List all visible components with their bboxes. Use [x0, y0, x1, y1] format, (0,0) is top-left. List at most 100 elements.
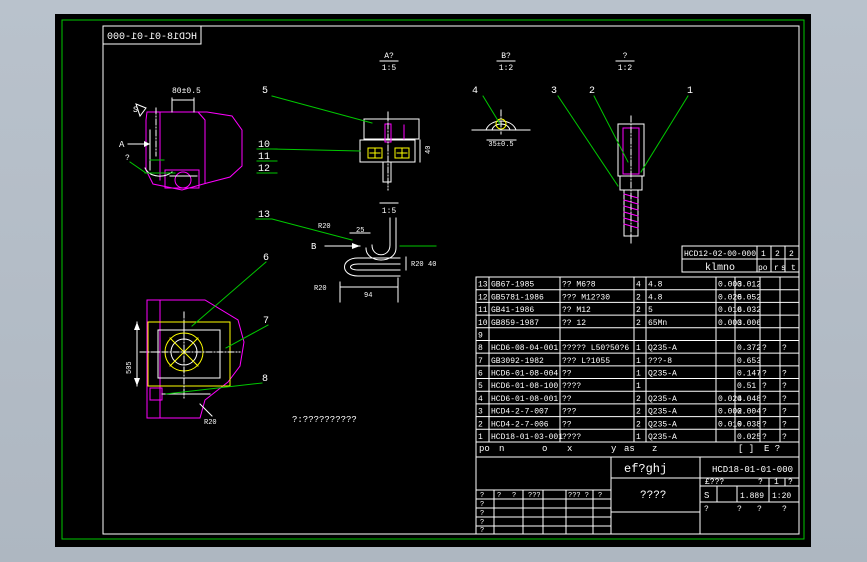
scale: 1:20 [772, 492, 791, 501]
bom-cell-mat: 4.8 [648, 281, 663, 290]
bom-cell-code: GB5781-1986 [491, 293, 544, 302]
view-a2-title: A? [384, 52, 394, 61]
dim-r20-top: R20 [318, 223, 331, 231]
stage-header: £??? [705, 478, 724, 487]
bom-cell-qty: 2 [636, 319, 641, 328]
sheet-q1: ? [704, 505, 709, 514]
balloon-13: 13 [258, 210, 270, 221]
balloon-8: 8 [262, 374, 268, 385]
bom-hdr-name: o [542, 444, 547, 454]
bom-cell-w1: 0.003 [718, 281, 742, 290]
bom-hdr-r: [ ] [738, 444, 754, 454]
dim-25: 25 [356, 227, 364, 235]
sign-row-0: ? [480, 501, 484, 509]
bom-cell-qty: 2 [636, 306, 641, 315]
bom-cell-no: 12 [478, 293, 488, 302]
bom-cell-r: ? [762, 382, 767, 391]
bom-cell-w2: 0.004 [737, 408, 761, 417]
bom-cell-mat: 65Mn [648, 319, 667, 328]
view-c-scale: 1:2 [618, 64, 633, 73]
bom-hdr-no: po [479, 444, 490, 454]
balloon-2: 2 [589, 86, 595, 97]
bom-cell-mat: Q235-A [648, 420, 677, 429]
bom-cell-w1: 0.026 [718, 293, 742, 302]
sign-hdr-0: ? [480, 492, 484, 500]
inner-border [102, 25, 800, 535]
bom-cell-no: 10 [478, 319, 488, 328]
ref-row2: klmno [705, 262, 735, 274]
stage-q2: 1 [774, 478, 779, 487]
bom-cell-w2: 0.048 [737, 395, 761, 404]
bom-cell-w2: 0.012 [737, 281, 761, 290]
bend-scale-top: 1:5 [382, 207, 397, 216]
bom-cell-code: HCD6-08-04-001 [491, 344, 558, 353]
bom-cell-name: ?? [562, 395, 572, 404]
dim-r20-plan: R20 [204, 419, 217, 427]
bom-cell-no: 8 [478, 344, 483, 353]
bom-cell-mat: Q235-A [648, 395, 677, 404]
bom-cell-w2: 0.006 [737, 319, 761, 328]
view-a2-label: A? 1:5 [379, 52, 399, 73]
bom-cell-r: ? [762, 344, 767, 353]
sign-hdr-4: ??? ? [568, 492, 589, 500]
balloon-4: 4 [472, 86, 478, 97]
ref-row2b: po [758, 264, 768, 273]
balloon-6: 6 [263, 253, 269, 264]
ref-row2c: r [774, 264, 779, 273]
bom-cell-w1: 0.003 [718, 319, 742, 328]
view-b: B? 1:2 35±0.5 [471, 52, 531, 149]
ref-row2d: s [781, 264, 786, 273]
bom-cell-qty: 1 [636, 357, 641, 366]
ref-c3: 2 [789, 250, 794, 259]
bom-cell-name: ?? [562, 420, 572, 429]
bom-cell-no: 4 [478, 395, 483, 404]
bom-cell-code: GB3092-1982 [491, 357, 544, 366]
leaders [165, 95, 689, 395]
clamp-view: 40 [359, 111, 433, 191]
bom-cell-mat: Q235-A [648, 408, 677, 417]
bom-cell-mat: 5 [648, 306, 653, 315]
balloon-11: 11 [258, 152, 270, 163]
dim-35: 35±0.5 [488, 141, 513, 149]
bom-cell-qty: 2 [636, 395, 641, 404]
bom-cell-r: ? [762, 433, 767, 442]
bom-cell-w2: 0.038 [737, 420, 761, 429]
bom-cell-name: ??? [562, 408, 577, 417]
bom-hdr-w1: as [624, 444, 635, 454]
bom-cell-code: HCD4-2-7-006 [491, 420, 549, 429]
ref-code: HCD12-02-00-000 [684, 250, 756, 259]
sign-hdr-5: ? [598, 492, 602, 500]
sign-hdr-2: ? [512, 492, 516, 500]
view-b-scale: 1:2 [499, 64, 514, 73]
bom-cell-code: HCD18-01-03-001 [491, 433, 563, 442]
part-name: ???? [640, 490, 666, 502]
cad-drawing: HCD18-01-01-000 80±0.5 A ? S A? 1:5 [61, 19, 805, 540]
svg-text:S: S [133, 106, 138, 115]
view-a2-scale: 1:5 [382, 64, 397, 73]
bom-cell-r: ? [762, 420, 767, 429]
plan-view: 505 R20 [126, 299, 245, 427]
bom-cell-name: ???? [562, 433, 581, 442]
title-block-grid [475, 441, 800, 535]
bom-cell-name: ?? [562, 370, 572, 379]
dim-80: 80±0.5 [172, 87, 201, 96]
ref-block [681, 245, 800, 273]
bom-cell-name: ????? L50?50?6 [562, 344, 629, 353]
bom-cell-qty: 2 [636, 408, 641, 417]
sign-row-1: ? [480, 510, 484, 518]
bom-cell-no: 5 [478, 382, 483, 391]
bom-cell-s: ? [782, 408, 787, 417]
bom-cell-s: ? [782, 344, 787, 353]
bom-cell-w1: 0.016 [718, 306, 742, 315]
bom-cell-w2: 0.372 [737, 344, 761, 353]
bom-cell-code: HCD6-01-08-100 [491, 382, 558, 391]
bom-cell-mat: Q235-A [648, 433, 677, 442]
general-note: ?:?????????? [292, 415, 357, 425]
weight: 1.889 [740, 492, 764, 501]
bom-cell-w1: 0.002 [718, 408, 742, 417]
bom-cell-qty: 2 [636, 420, 641, 429]
dim-94: 94 [364, 292, 372, 300]
bom-cell-s: ? [782, 420, 787, 429]
balloon-7: 7 [263, 316, 269, 327]
